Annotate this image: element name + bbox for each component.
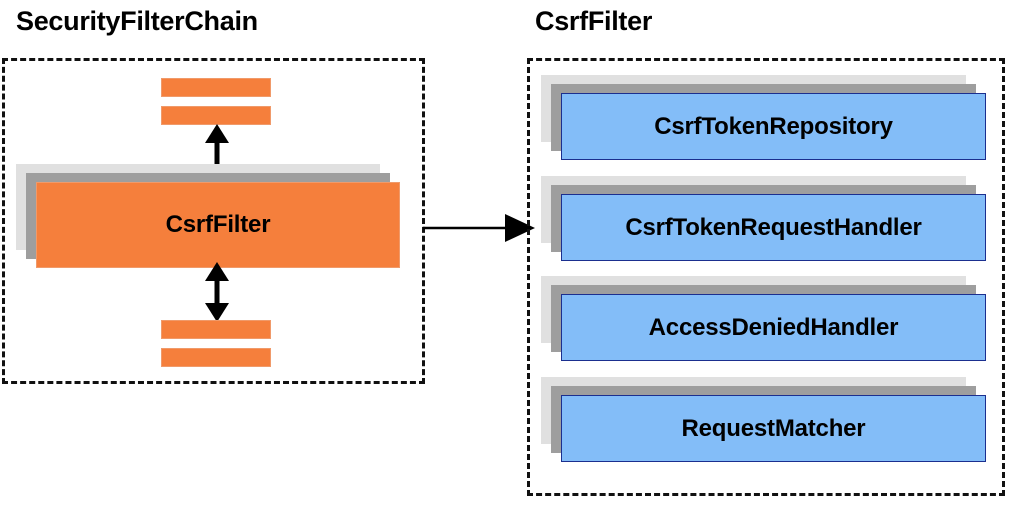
box-face-csrftokenrequesthandler: CsrfTokenRequestHandler <box>561 194 986 261</box>
arrow-chain-to-collaborators <box>423 214 535 242</box>
box-label-accessdeniedhandler: AccessDeniedHandler <box>648 313 899 341</box>
box-csrftokenrepository: CsrfTokenRepository <box>541 75 986 160</box>
panel-title-security-filter-chain: SecurityFilterChain <box>16 6 258 36</box>
filter-bar-4 <box>161 348 271 367</box>
box-face-csrffilter: CsrfFilter <box>36 182 400 268</box>
box-face-accessdeniedhandler: AccessDeniedHandler <box>561 294 986 361</box>
box-label-csrftokenrepository: CsrfTokenRepository <box>654 112 893 140</box>
box-label-csrffilter: CsrfFilter <box>165 211 271 238</box>
box-label-requestmatcher: RequestMatcher <box>681 414 866 442</box>
box-accessdeniedhandler: AccessDeniedHandler <box>541 276 986 361</box>
box-requestmatcher: RequestMatcher <box>541 377 986 462</box>
box-face-requestmatcher: RequestMatcher <box>561 395 986 462</box>
panel-security-filter-chain <box>2 58 425 384</box>
box-csrffilter: CsrfFilter <box>16 164 400 268</box>
panel-title-csrffilter: CsrfFilter <box>535 6 653 36</box>
filter-bar-1 <box>161 78 271 97</box>
box-csrftokenrequesthandler: CsrfTokenRequestHandler <box>541 176 986 261</box>
filter-bar-2 <box>161 106 271 125</box>
filter-bar-3 <box>161 320 271 339</box>
box-face-csrftokenrepository: CsrfTokenRepository <box>561 93 986 160</box>
panel-csrffilter-collaborators <box>527 58 1005 496</box>
arrow-below-csrffilter <box>205 262 229 322</box>
box-label-csrftokenrequesthandler: CsrfTokenRequestHandler <box>625 213 922 241</box>
